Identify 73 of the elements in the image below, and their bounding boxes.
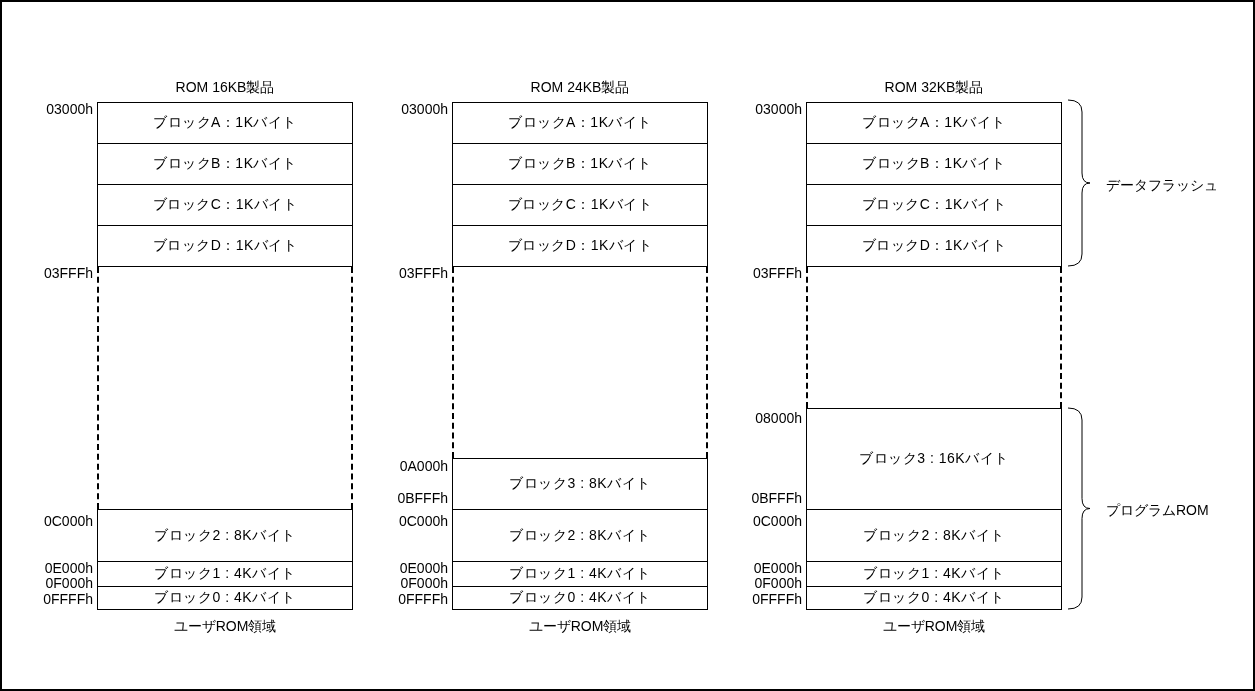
block-label: ブロックA：1Kバイト <box>153 114 297 132</box>
block-label: ブロック2 : 8Kバイト <box>509 526 651 545</box>
block-label: ブロックD：1Kバイト <box>152 237 298 255</box>
region-label: データフラッシュ <box>1106 178 1218 192</box>
block-label: ブロックC：1Kバイト <box>861 196 1007 214</box>
address-label: 0E000h <box>44 561 93 575</box>
address-label: 0F000h <box>400 576 448 590</box>
memory-block <box>806 184 1062 226</box>
block-label: ブロック1 : 4Kバイト <box>154 565 296 583</box>
address-label: 0C000h <box>43 514 93 528</box>
address-label: 0C000h <box>398 514 448 528</box>
address-label: 03FFFh <box>399 266 448 280</box>
block-label: ブロックD：1Kバイト <box>861 237 1007 255</box>
address-label: 0BFFFh <box>751 491 802 505</box>
address-label: 08000h <box>755 411 802 425</box>
block-label: ブロックC：1Kバイト <box>507 196 653 214</box>
area-caption: ユーザROM領域 <box>173 619 277 633</box>
address-label: 0FFFFh <box>398 592 448 606</box>
memory-block <box>97 561 353 587</box>
address-label: 0FFFFh <box>752 592 802 606</box>
memory-block <box>806 143 1062 185</box>
address-label: 0A000h <box>399 459 448 473</box>
memory-block <box>97 143 353 185</box>
memory-block <box>452 561 708 587</box>
block-label: ブロック0 : 4Kバイト <box>863 589 1005 607</box>
address-label: 03FFFh <box>753 266 802 280</box>
memory-block <box>97 586 353 610</box>
memory-block <box>97 184 353 226</box>
block-label: ブロック2 : 8Kバイト <box>863 526 1005 545</box>
block-label: ブロックC：1Kバイト <box>152 196 298 214</box>
address-label: 0E000h <box>399 561 448 575</box>
memory-block <box>97 509 353 562</box>
memory-block <box>806 408 1062 510</box>
address-label: 0E000h <box>753 561 802 575</box>
block-label: ブロックA：1Kバイト <box>508 114 652 132</box>
memory-block <box>97 102 353 144</box>
area-caption: ユーザROM領域 <box>882 619 986 633</box>
address-label: 0F000h <box>45 576 93 590</box>
block-label: ブロック2 : 8Kバイト <box>154 526 296 545</box>
address-label: 0BFFFh <box>397 491 448 505</box>
memory-block <box>452 225 708 267</box>
memory-block <box>452 458 708 510</box>
address-label: 0FFFFh <box>43 592 93 606</box>
address-label: 03000h <box>401 102 448 116</box>
memory-block <box>452 102 708 144</box>
memory-block <box>806 102 1062 144</box>
memory-block <box>806 509 1062 562</box>
address-label: 0F000h <box>754 576 802 590</box>
memory-block <box>806 586 1062 610</box>
block-label: ブロック3 : 16Kバイト <box>859 450 1009 468</box>
address-label: 03000h <box>755 102 802 116</box>
memory-block <box>806 561 1062 587</box>
block-label: ブロックA：1Kバイト <box>862 114 1006 132</box>
block-label: ブロック1 : 4Kバイト <box>863 565 1005 583</box>
area-caption: ユーザROM領域 <box>528 619 632 633</box>
block-label: ブロックD：1Kバイト <box>507 237 653 255</box>
memory-block <box>806 225 1062 267</box>
memory-block <box>452 586 708 610</box>
block-label: ブロック0 : 4Kバイト <box>509 589 651 607</box>
address-label: 03000h <box>46 102 93 116</box>
block-label: ブロックB：1Kバイト <box>862 155 1006 173</box>
block-label: ブロックB：1Kバイト <box>153 155 297 173</box>
address-label: 03FFFh <box>44 266 93 280</box>
region-label: プログラムROM <box>1106 503 1209 517</box>
block-label: ブロックB：1Kバイト <box>508 155 652 173</box>
block-label: ブロック0 : 4Kバイト <box>154 589 296 607</box>
address-label: 0C000h <box>752 514 802 528</box>
memory-block <box>452 184 708 226</box>
block-label: ブロック3 : 8Kバイト <box>509 475 651 493</box>
memory-block <box>97 225 353 267</box>
memory-block <box>452 143 708 185</box>
block-label: ブロック1 : 4Kバイト <box>509 565 651 583</box>
memory-block <box>452 509 708 562</box>
